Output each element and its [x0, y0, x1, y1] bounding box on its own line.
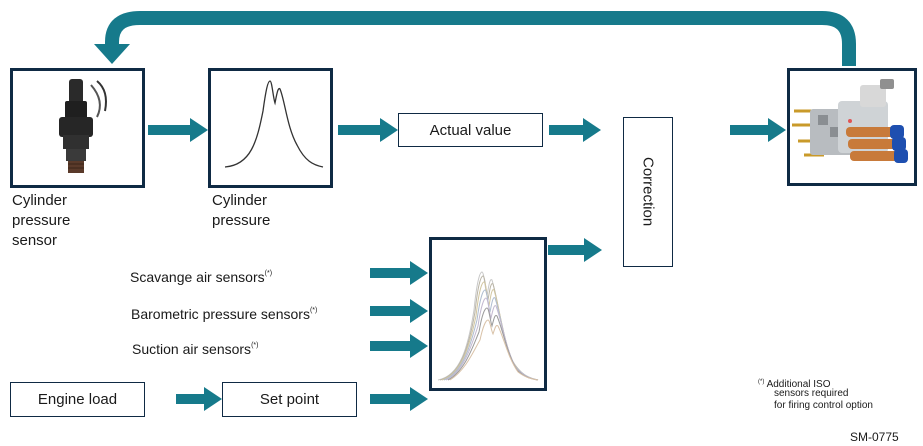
set-point-box: Set point — [222, 382, 357, 417]
pressure-curve-icon — [224, 80, 324, 168]
engine-load-label: Engine load — [37, 391, 118, 408]
barometric-marker: (*) — [309, 307, 318, 314]
correction-box: Correction — [623, 117, 673, 267]
arrow-setpoint-to-curves — [370, 387, 428, 411]
pressure-curves-box — [429, 237, 547, 391]
sensor-caption: Cylinder pressure sensor — [12, 191, 70, 251]
set-point-label: Set point — [259, 391, 320, 408]
footnote: (*) Additional ISO — [758, 376, 831, 391]
pressure-caption-line2: pressure — [212, 212, 271, 229]
footnote-line3-wrap: for firing control option — [774, 400, 873, 412]
sensor-caption-line2: pressure — [12, 212, 71, 229]
scavange-label-text: Scavange air sensors — [130, 269, 265, 285]
engine-load-box: Engine load — [10, 382, 145, 417]
arrow-engineload-to-setpoint — [176, 387, 222, 411]
arrow-suction — [370, 334, 428, 358]
footnote-line2-wrap: sensors required — [774, 388, 848, 400]
suction-marker: (*) — [251, 342, 259, 349]
actuator-image-box — [787, 68, 917, 186]
pressure-caption: Cylinder pressure — [212, 191, 270, 231]
pressure-sensor-icon — [59, 79, 107, 173]
actual-value-label: Actual value — [429, 121, 512, 139]
scavange-marker: (*) — [264, 270, 273, 277]
suction-label-text: Suction air sensors — [132, 341, 252, 357]
sensor-caption-line1: Cylinder — [12, 192, 68, 209]
footnote-line3: for firing control option — [774, 400, 873, 411]
actual-value-box: Actual value — [398, 113, 543, 147]
arrow-sensor-to-pressure — [148, 118, 208, 142]
footnote-line1: Additional ISO — [766, 379, 831, 390]
arrow-pressure-to-actual — [338, 118, 398, 142]
barometric-label-text: Barometric pressure sensors — [131, 306, 310, 322]
footnote-line2: sensors required — [774, 388, 849, 399]
arrow-actual-to-correction — [549, 118, 601, 142]
footnote-marker: (*) — [758, 379, 765, 385]
multiple-pressure-curves-icon — [437, 271, 539, 381]
arrow-curves-to-correction — [548, 238, 602, 262]
barometric-pressure-sensors-label: Barometric pressure sensors(*) — [131, 302, 317, 323]
feedback-loop-arrow — [105, 11, 856, 66]
correction-label: Correction — [639, 157, 657, 227]
arrow-barometric — [370, 299, 428, 323]
arrow-correction-to-actuator — [730, 118, 786, 142]
pressure-curve-box — [208, 68, 333, 188]
fuel-valve-actuator-icon — [792, 79, 908, 163]
document-code: SM-0775 — [850, 430, 899, 444]
scavange-air-sensors-label: Scavange air sensors(*) — [130, 265, 272, 286]
sensor-image-box — [10, 68, 145, 188]
feedback-arrowhead — [94, 44, 130, 64]
suction-air-sensors-label: Suction air sensors(*) — [132, 337, 258, 358]
sensor-caption-line3: sensor — [12, 232, 58, 249]
arrow-scavange — [370, 261, 428, 285]
pressure-caption-line1: Cylinder — [212, 192, 268, 209]
